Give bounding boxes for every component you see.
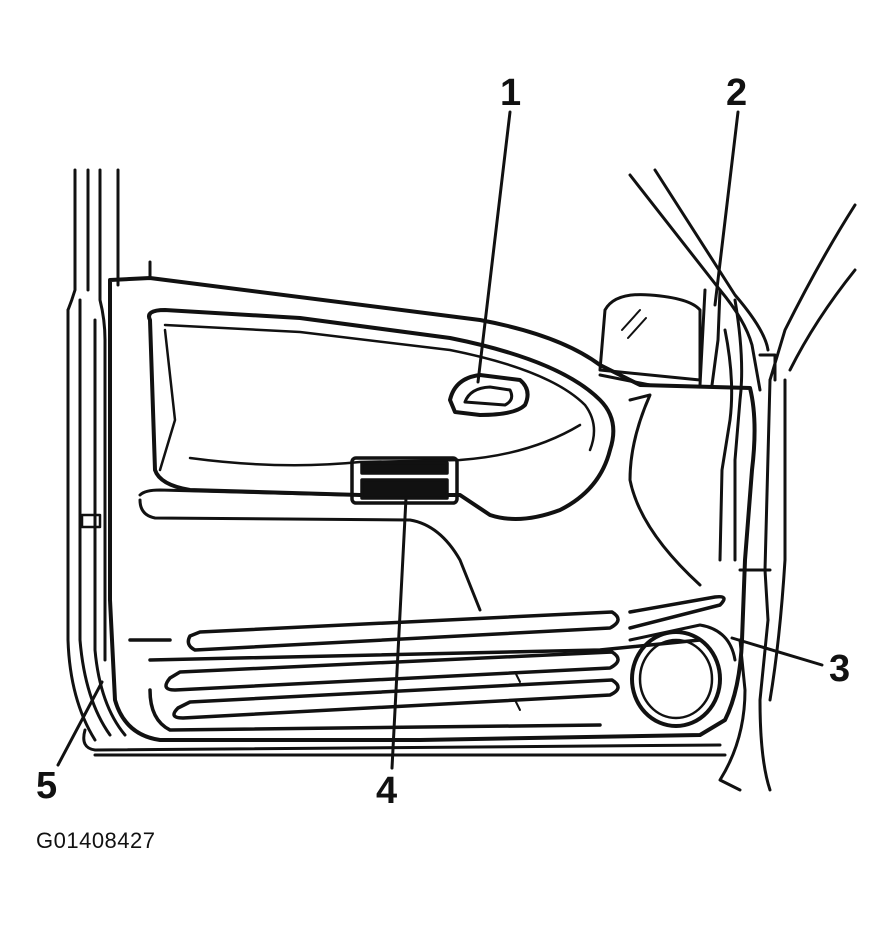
door-frame-left (66, 168, 127, 742)
leader-lines (56, 110, 824, 770)
leader-line-4 (390, 496, 408, 770)
map-pocket (128, 594, 726, 732)
leader-line-3 (730, 636, 824, 667)
figure-id: G01408427 (36, 828, 156, 853)
callout-3: 3 (829, 648, 851, 690)
door-frame-right (628, 168, 857, 792)
mirror-sail (598, 293, 702, 382)
leader-line-2 (713, 110, 740, 307)
armrest (138, 373, 702, 612)
leader-line-1 (476, 110, 512, 384)
callout-5: 5 (36, 765, 58, 807)
leader-line-5 (56, 680, 104, 767)
window-switch (350, 456, 459, 505)
door-sill (82, 728, 727, 757)
callout-2: 2 (726, 72, 748, 114)
inside-door-handle (448, 373, 530, 417)
door-panel-outline (108, 260, 757, 742)
upper-trim-bezel (147, 308, 616, 521)
callout-1: 1 (500, 72, 522, 114)
speaker-grille (628, 623, 737, 728)
callout-4: 4 (376, 770, 398, 812)
